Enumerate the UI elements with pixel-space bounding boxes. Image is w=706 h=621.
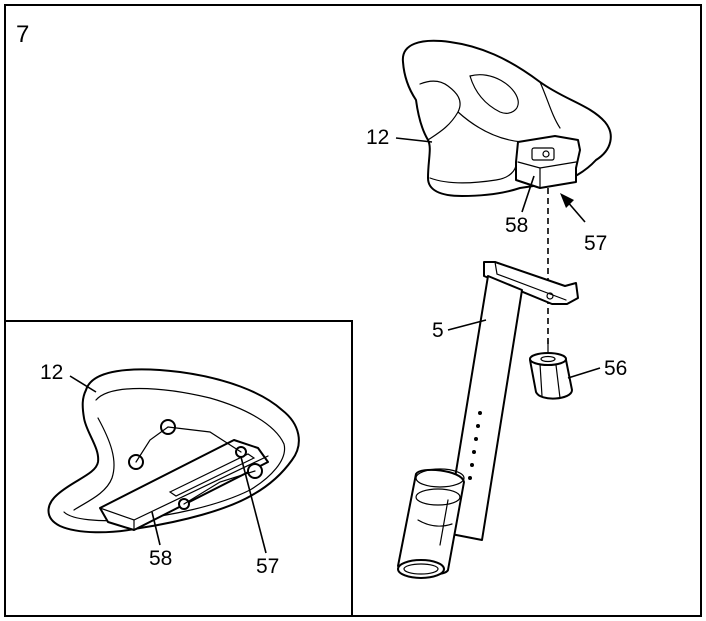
leader-inset-bracket xyxy=(151,511,161,546)
callout-bracket: 58 xyxy=(505,214,528,237)
seat-bracket-icon xyxy=(515,135,581,189)
callout-inset-seat: 12 xyxy=(40,361,63,384)
leader-bracket xyxy=(521,175,535,213)
seat-post-icon xyxy=(397,261,579,579)
seat-icon xyxy=(401,39,612,197)
inset-seat-icon xyxy=(47,368,300,534)
knob-icon xyxy=(529,339,573,400)
inset-frame xyxy=(5,320,353,616)
callout-knob: 56 xyxy=(604,357,627,380)
callout-seat-post: 5 xyxy=(432,319,444,342)
leader-seat-post xyxy=(447,319,487,331)
callout-inset-bracket: 58 xyxy=(149,547,172,570)
callout-seat: 12 xyxy=(366,126,389,149)
leader-inset-nut xyxy=(240,456,267,554)
callout-inset-nut: 57 xyxy=(256,555,279,578)
leader-seat xyxy=(395,137,433,143)
leader-knob xyxy=(567,367,601,379)
step-number: 7 xyxy=(16,21,29,48)
arrow-icon xyxy=(560,193,586,223)
callout-bracket-arrow: 57 xyxy=(584,232,607,255)
leader-inset-seat xyxy=(69,375,97,393)
